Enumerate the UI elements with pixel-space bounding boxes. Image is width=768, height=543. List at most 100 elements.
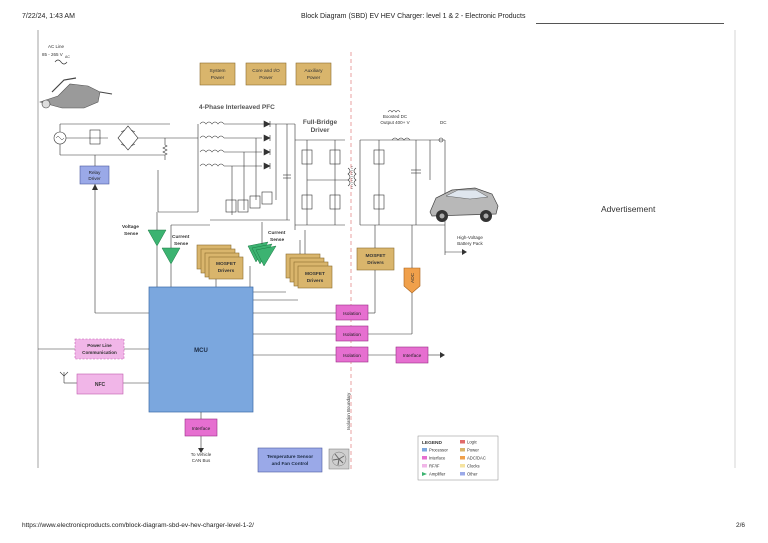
power-line-communication-block: Power Line Communication [74, 338, 125, 360]
bridge-rectifier-icon [117, 125, 139, 151]
svg-text:MCU: MCU [194, 348, 208, 354]
legend-swatch-interface [422, 456, 427, 460]
svg-text:Drivers: Drivers [218, 268, 235, 274]
svg-text:Power: Power [211, 75, 225, 81]
svg-text:Power Line: Power Line [87, 343, 112, 348]
current-sense-2-label-line2: Sense [270, 237, 284, 243]
svg-text:Driver: Driver [88, 176, 101, 181]
legend-swatch-logic [460, 440, 465, 444]
arrow-to-battery [462, 249, 467, 255]
full-bridge-stage [294, 124, 357, 230]
mosfet-drivers-1-block: MOSFET Drivers [196, 244, 244, 280]
vehicle-can-label-line1: To Vehicle [191, 452, 212, 457]
svg-text:Power: Power [259, 75, 273, 81]
voltage-sense-amplifier [147, 229, 167, 247]
legend-title: LEGEND [422, 440, 443, 446]
legend-item-adc-dac: ADC/DAC [467, 456, 486, 461]
svg-text:Communication: Communication [82, 350, 117, 355]
boosted-dc-label-line1: Boosted DC [383, 114, 408, 119]
boosted-dc-label-line2: Output 400+ V [380, 120, 409, 125]
legend-item-processor: Processor [429, 448, 448, 453]
svg-text:Isolation: Isolation [343, 332, 361, 338]
svg-text:Power: Power [307, 75, 321, 81]
electric-car-icon [429, 187, 499, 222]
svg-text:Drivers: Drivers [367, 260, 384, 266]
print-datetime: 7/22/24, 1:43 AM [22, 13, 75, 20]
battery-label-line1: High-Voltage [457, 235, 483, 240]
output-rectifier-stage [359, 110, 446, 255]
svg-text:Core and I/O: Core and I/O [252, 68, 280, 74]
svg-text:Interface: Interface [192, 426, 211, 432]
page-title: Block Diagram (SBD) EV HEV Charger: leve… [301, 13, 526, 20]
core-io-power-block: Core and I/O Power [245, 62, 287, 86]
isolation-boundary-label: Isolation Boundary [346, 392, 351, 430]
fan-icon [328, 448, 350, 470]
svg-text:Interface: Interface [403, 353, 422, 359]
svg-text:Isolation: Isolation [343, 311, 361, 317]
footer-url[interactable]: https://www.electronicproducts.com/block… [22, 522, 254, 529]
voltage-sense-label-line1: Voltage [122, 224, 139, 230]
isolation-block-2: Isolation [335, 325, 369, 342]
temperature-sensor-block: Temperature Sensor and Fan Control [257, 447, 323, 473]
interface-bottom-block: Interface [184, 418, 218, 437]
legend-swatch-clocks [460, 464, 465, 468]
current-sense-2-amplifiers [247, 241, 277, 267]
header-rule [536, 23, 724, 24]
legend-item-other: Other [467, 472, 478, 477]
svg-text:Auxiliary: Auxiliary [304, 68, 323, 74]
dc-label: DC [440, 120, 447, 125]
current-sense-1-label-line2: Sense [174, 241, 188, 247]
legend-swatch-amplifier [422, 472, 427, 476]
svg-text:Relay: Relay [89, 170, 101, 175]
current-sense-1-label-line1: Current [172, 234, 190, 240]
legend-swatch-adc-dac [460, 456, 465, 460]
interface-right-block: Interface [395, 346, 429, 364]
current-sense-1-amplifier [161, 247, 181, 265]
isolation-block-1: Isolation [335, 304, 369, 321]
charging-plug-icon [38, 77, 113, 109]
ac-line-label: AC Line [48, 44, 65, 49]
relay-switch [89, 129, 101, 145]
isolation-block-3: Isolation [335, 346, 369, 363]
vehicle-can-label-line2: CAN Bus [192, 458, 211, 463]
svg-text:and Fan Control: and Fan Control [272, 461, 309, 467]
svg-text:MOSFET: MOSFET [366, 253, 386, 259]
svg-text:NFC: NFC [95, 382, 106, 388]
legend-item-interface: Interface [429, 456, 446, 461]
can-bus-arrow [198, 448, 204, 453]
legend-item-rf-if: RF/IF [429, 464, 440, 469]
mosfet-drivers-3-block: MOSFET Drivers [356, 247, 395, 271]
interface-output-arrow [440, 352, 445, 358]
legend-item-amplifier: Amplifier [429, 472, 446, 477]
legend: LEGEND Logic Processor Power Interface A… [417, 435, 499, 481]
svg-text:MOSFET: MOSFET [305, 271, 325, 277]
svg-text:Drivers: Drivers [307, 278, 324, 284]
mcu-block: MCU [148, 286, 254, 413]
ac-line-subscript: AC [65, 55, 70, 59]
legend-swatch-processor [422, 448, 427, 452]
relay-driver-block: Relay Driver [79, 165, 110, 185]
ac-wave-icon [54, 59, 68, 65]
legend-swatch-power [460, 448, 465, 452]
current-sense-2-label-line1: Current [268, 230, 286, 236]
legend-swatch-rf-if [422, 464, 427, 468]
nfc-antenna-icon [59, 371, 69, 377]
legend-item-logic: Logic [467, 440, 477, 445]
advertisement-label: Advertisement [601, 204, 656, 214]
full-bridge-title-line2: Driver [311, 127, 330, 134]
legend-item-power: Power [467, 448, 479, 453]
battery-label-line2: Battery Pack [457, 241, 483, 246]
mosfet-drivers-2-block: MOSFET Drivers [285, 253, 333, 289]
legend-item-clocks: Clocks [467, 464, 480, 469]
svg-text:MOSFET: MOSFET [216, 261, 236, 267]
footer-page-number: 2/6 [736, 522, 746, 529]
ac-line-voltage: 85 - 265 V [42, 52, 63, 57]
adc-block [403, 267, 421, 294]
pfc-stage [197, 120, 295, 221]
voltage-sense-label-line2: Sense [124, 231, 138, 237]
pfc-title: 4-Phase Interleaved PFC [199, 104, 275, 111]
system-power-block: System Power [199, 62, 236, 86]
legend-swatch-other [460, 472, 465, 476]
auxiliary-power-block: Auxiliary Power [295, 62, 332, 86]
